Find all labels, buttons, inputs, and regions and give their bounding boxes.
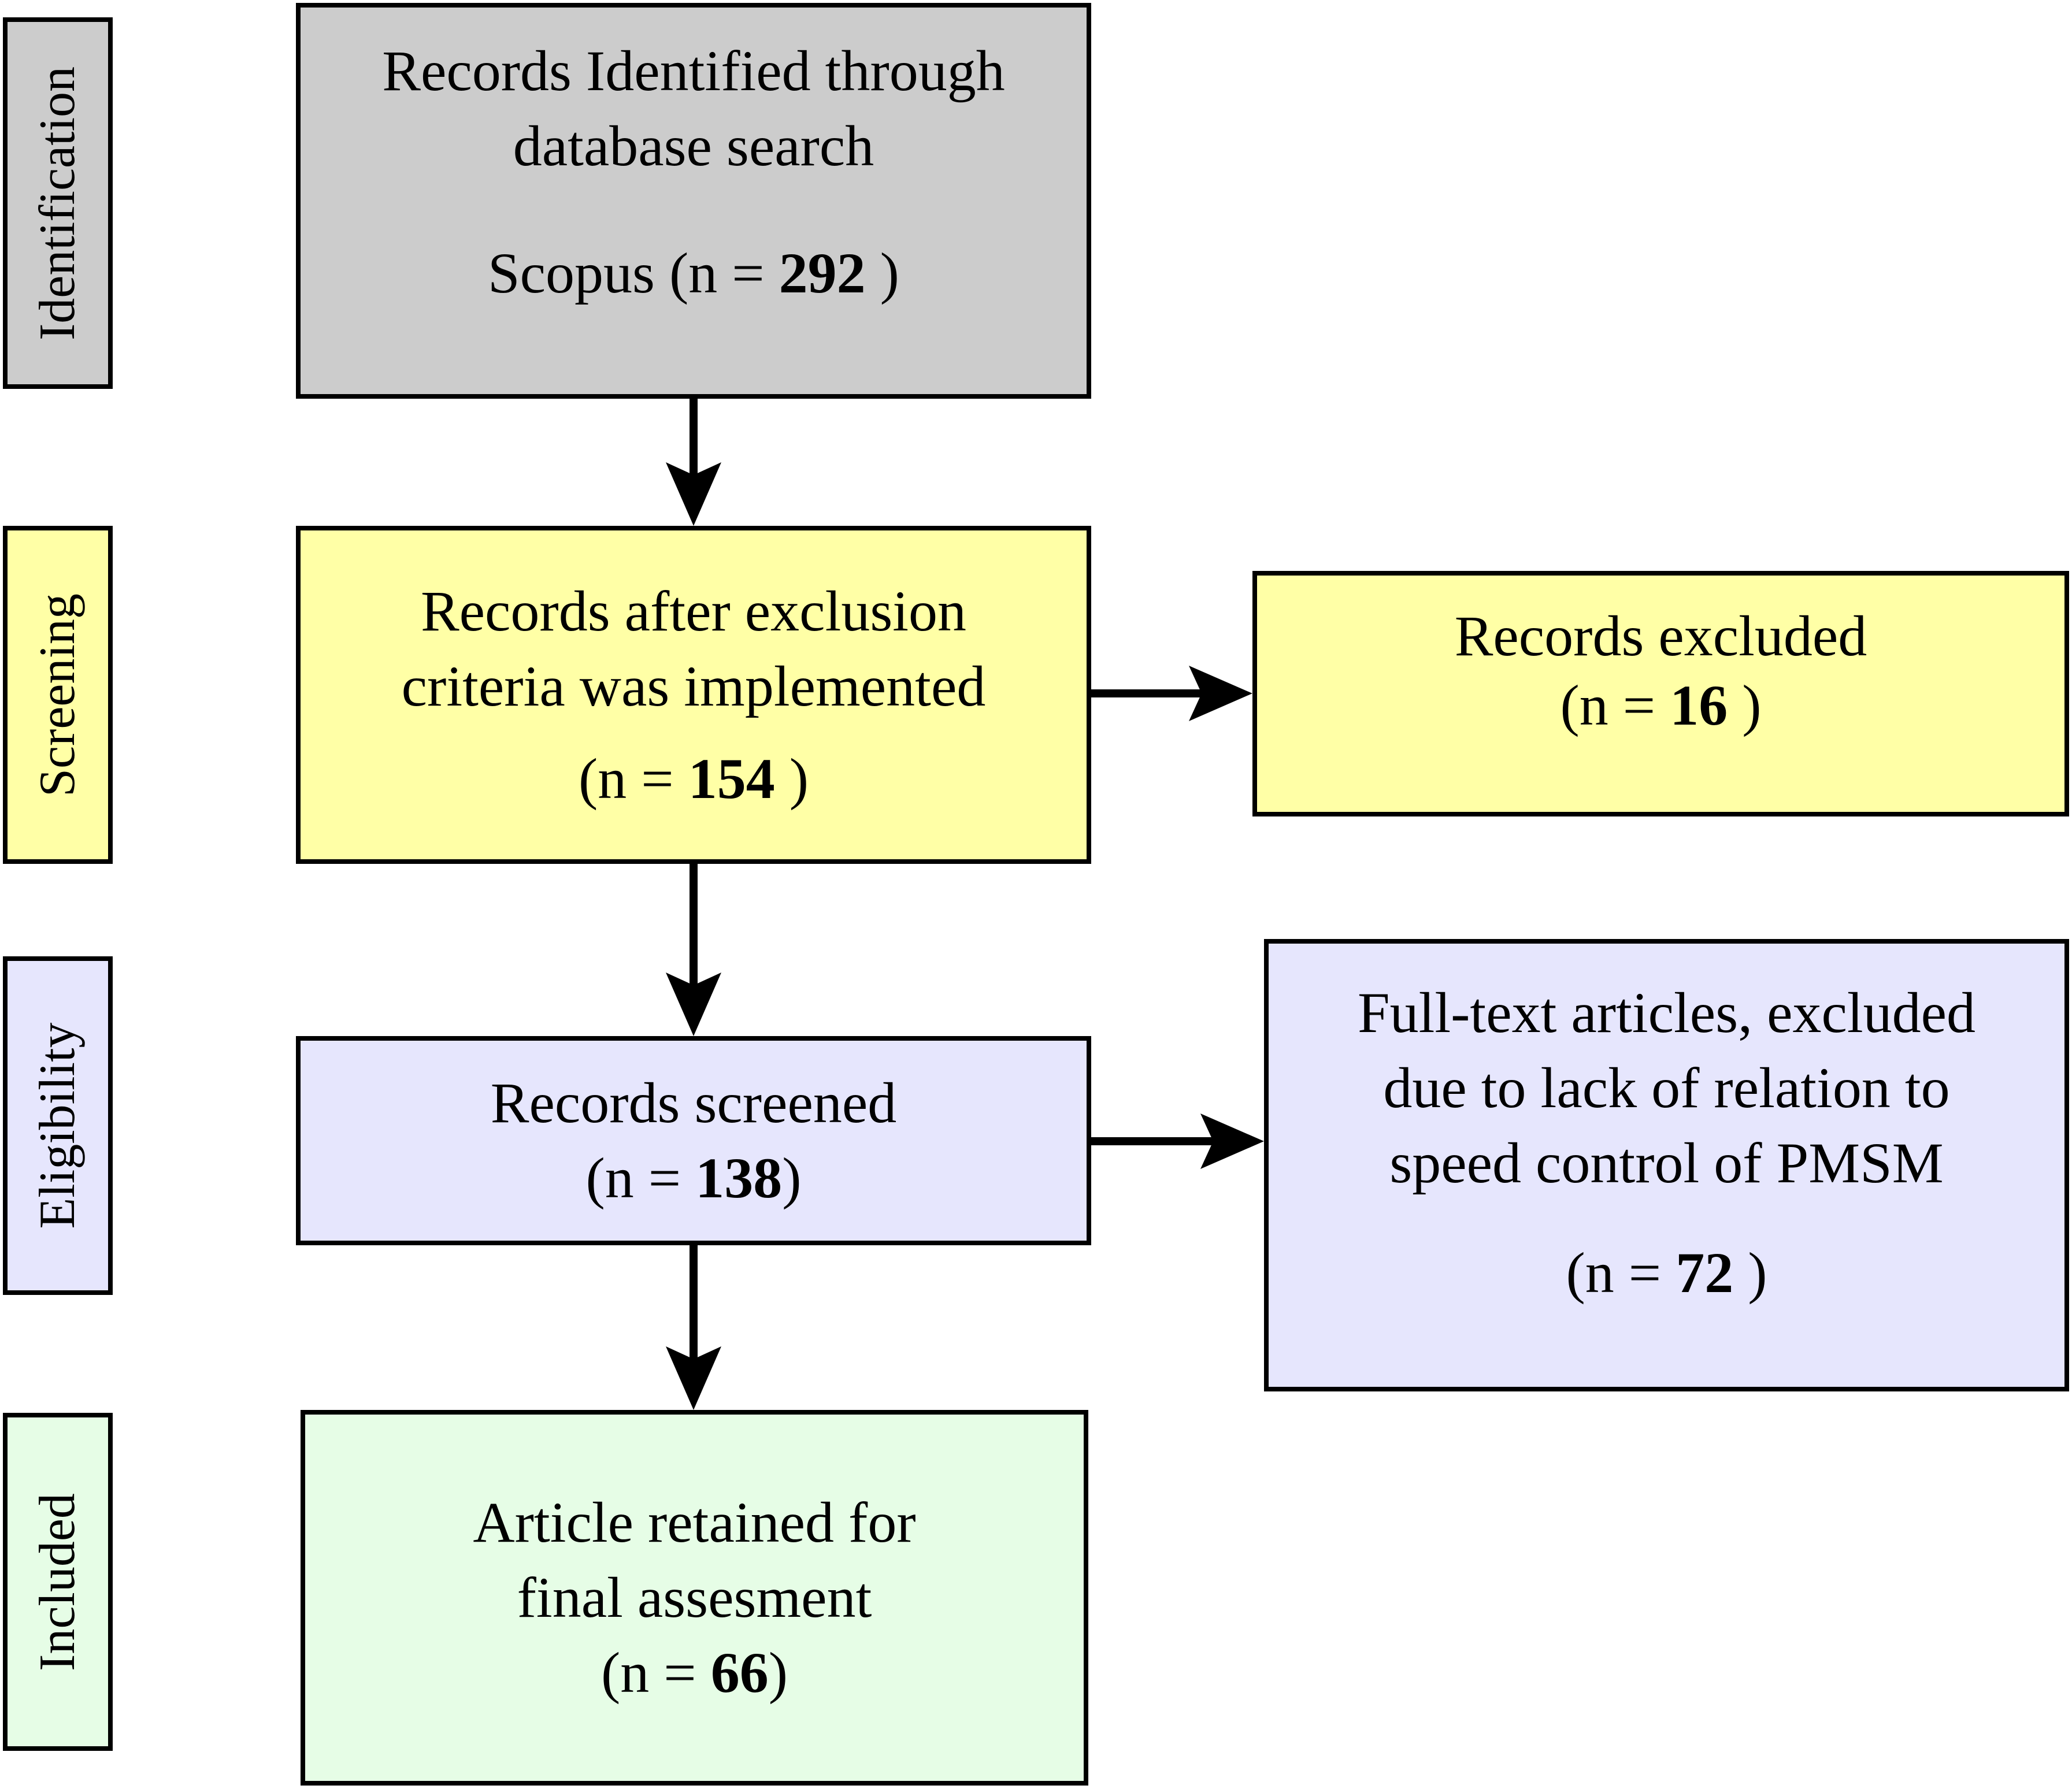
records-identified-line2: database search <box>513 114 874 178</box>
arrow-screened-to-fulltext-head <box>1200 1114 1264 1169</box>
records-screened-count: (n = 138) <box>585 1146 802 1210</box>
article-retained-count: (n = 66) <box>601 1640 788 1705</box>
fulltext-excluded-line1: Full-text articles, excluded <box>1357 981 1976 1045</box>
article-retained-line1: Article retained for <box>473 1490 916 1554</box>
records-after-exclusion-line2: criteria was implemented <box>401 654 986 718</box>
fulltext-excluded-box: Full-text articles, excluded due to lack… <box>1264 939 2069 1391</box>
records-after-exclusion-box: Records after exclusion criteria was imp… <box>296 526 1091 864</box>
article-retained-line2: final assesment <box>517 1565 872 1630</box>
records-screened-line1: Records screened <box>490 1071 897 1135</box>
records-after-exclusion-count: (n = 154 ) <box>578 746 809 811</box>
stage-eligibility: Eligibility <box>3 956 113 1295</box>
records-screened-box: Records screened (n = 138) <box>296 1036 1091 1245</box>
records-excluded-count: (n = 16 ) <box>1560 673 1762 737</box>
records-identified-box: Records Identified through database sear… <box>296 3 1091 399</box>
fulltext-excluded-count: (n = 72 ) <box>1566 1241 1767 1305</box>
records-identified-count: Scopus (n = 292 ) <box>488 241 899 305</box>
fulltext-excluded-line3: speed control of PMSM <box>1389 1131 1944 1195</box>
records-after-exclusion-line1: Records after exclusion <box>420 578 967 643</box>
fulltext-excluded-line2: due to lack of relation to <box>1383 1056 1950 1120</box>
arrow-screened-to-retained-head <box>666 1346 721 1410</box>
records-excluded-line1: Records excluded <box>1454 604 1867 668</box>
arrow-screening-to-excluded-head <box>1189 666 1252 721</box>
arrow-identified-to-screening-head <box>666 462 721 526</box>
stage-identification: Identification <box>3 17 113 389</box>
stage-included: Included <box>3 1413 113 1751</box>
stage-screening: Screening <box>3 526 113 864</box>
records-identified-line1: Records Identified through <box>382 39 1005 103</box>
arrow-screening-to-screened-head <box>666 973 721 1036</box>
records-excluded-box: Records excluded (n = 16 ) <box>1252 571 2069 816</box>
article-retained-box: Article retained for final assesment (n … <box>301 1410 1088 1786</box>
